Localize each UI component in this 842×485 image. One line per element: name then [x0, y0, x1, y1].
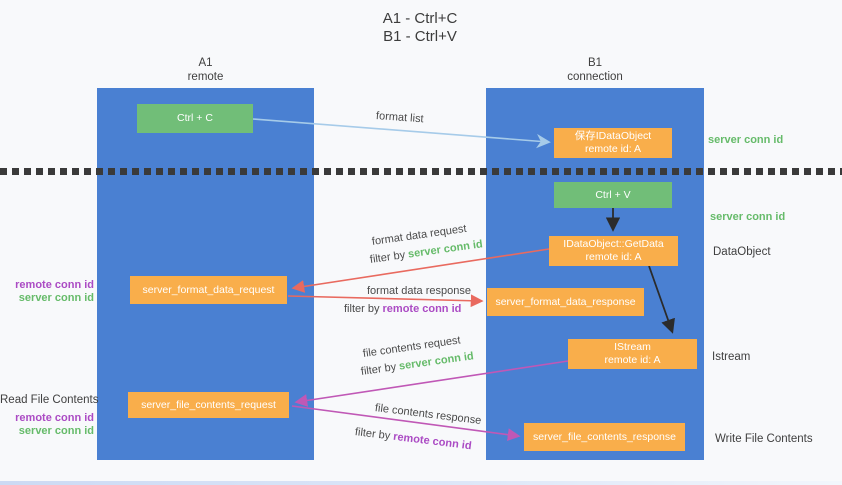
node-ctrl-v: Ctrl + V	[554, 182, 672, 208]
node-server-file-contents-response-label: server_file_contents_response	[532, 430, 676, 443]
session-divider-dashed-line	[0, 168, 842, 175]
node-istream: IStream remote id: A	[568, 339, 697, 369]
bottom-edge-strip	[0, 481, 842, 485]
node-ctrl-v-label: Ctrl + V	[595, 188, 631, 201]
node-idataobject-getdata-line1: IDataObject::GetData	[563, 238, 664, 250]
node-server-file-contents-response: server_file_contents_response	[524, 423, 685, 451]
title-line-2: B1 - Ctrl+V	[383, 28, 457, 45]
arrow-format-data-request	[291, 248, 550, 293]
node-server-format-data-request-label: server_format_data_request	[142, 283, 275, 296]
node-ctrl-c-label: Ctrl + C	[177, 112, 213, 124]
lane-a1-role: remote	[187, 71, 224, 83]
lane-header-b1: B1 connection	[486, 56, 704, 84]
node-idataobject-getdata: IDataObject::GetData remote id: A	[549, 236, 678, 266]
arrow-file-contents-response	[291, 405, 521, 441]
side-label-server-conn-id-ctrlv: server conn id	[710, 211, 786, 223]
title-line-1: A1 - Ctrl+C	[382, 10, 458, 27]
diagram-title: A1 - Ctrl+C B1 - Ctrl+V	[300, 10, 540, 46]
node-server-file-contents-request-label: server_file_contents_request	[141, 398, 276, 411]
node-save-idataobject: 保存IDataObject remote id: A	[554, 128, 672, 158]
side-label-server-conn-id-top: server conn id	[708, 134, 784, 146]
remote-conn-id-key: remote conn id	[382, 303, 462, 315]
side-label-remote-conn-id-format: remote conn id	[15, 279, 94, 291]
lane-b1-role: connection	[567, 71, 623, 83]
filter-by-prefix: filter by	[344, 303, 383, 315]
arrow-format-data-response	[287, 294, 484, 308]
node-save-idataobject-line1: 保存IDataObject	[574, 130, 652, 142]
node-istream-line1: IStream	[614, 341, 651, 353]
arrow-getdata-to-istream	[648, 265, 675, 334]
lane-header-a1: A1 remote	[97, 56, 314, 84]
node-server-format-data-response-label: server_format_data_response	[495, 295, 636, 308]
side-label-write-file-contents: Write File Contents	[715, 433, 813, 445]
edge-label-format-data-response-filter: filter by remote conn id	[344, 303, 461, 315]
arrow-file-contents-request	[294, 360, 569, 407]
edge-label-format-data-response: format data response	[367, 285, 471, 297]
node-server-file-contents-request: server_file_contents_request	[128, 392, 289, 418]
side-label-server-conn-id-format: server conn id	[18, 292, 94, 304]
side-label-istream: Istream	[712, 351, 751, 363]
node-server-format-data-response: server_format_data_response	[487, 288, 644, 316]
node-istream-line2: remote id: A	[604, 354, 661, 366]
side-label-dataobject: DataObject	[713, 246, 771, 258]
lane-b1-name: B1	[587, 57, 603, 69]
node-idataobject-getdata-line2: remote id: A	[585, 251, 642, 263]
node-server-format-data-request: server_format_data_request	[130, 276, 287, 304]
arrow-format-list	[252, 118, 551, 149]
side-label-read-file-contents: Read File Contents	[0, 394, 99, 406]
side-label-server-conn-id-file: server conn id	[18, 425, 94, 437]
side-label-remote-conn-id-file: remote conn id	[15, 412, 94, 424]
node-save-idataobject-line2: remote id: A	[584, 143, 642, 155]
node-ctrl-c: Ctrl + C	[137, 104, 253, 133]
lane-a1-name: A1	[198, 57, 213, 69]
